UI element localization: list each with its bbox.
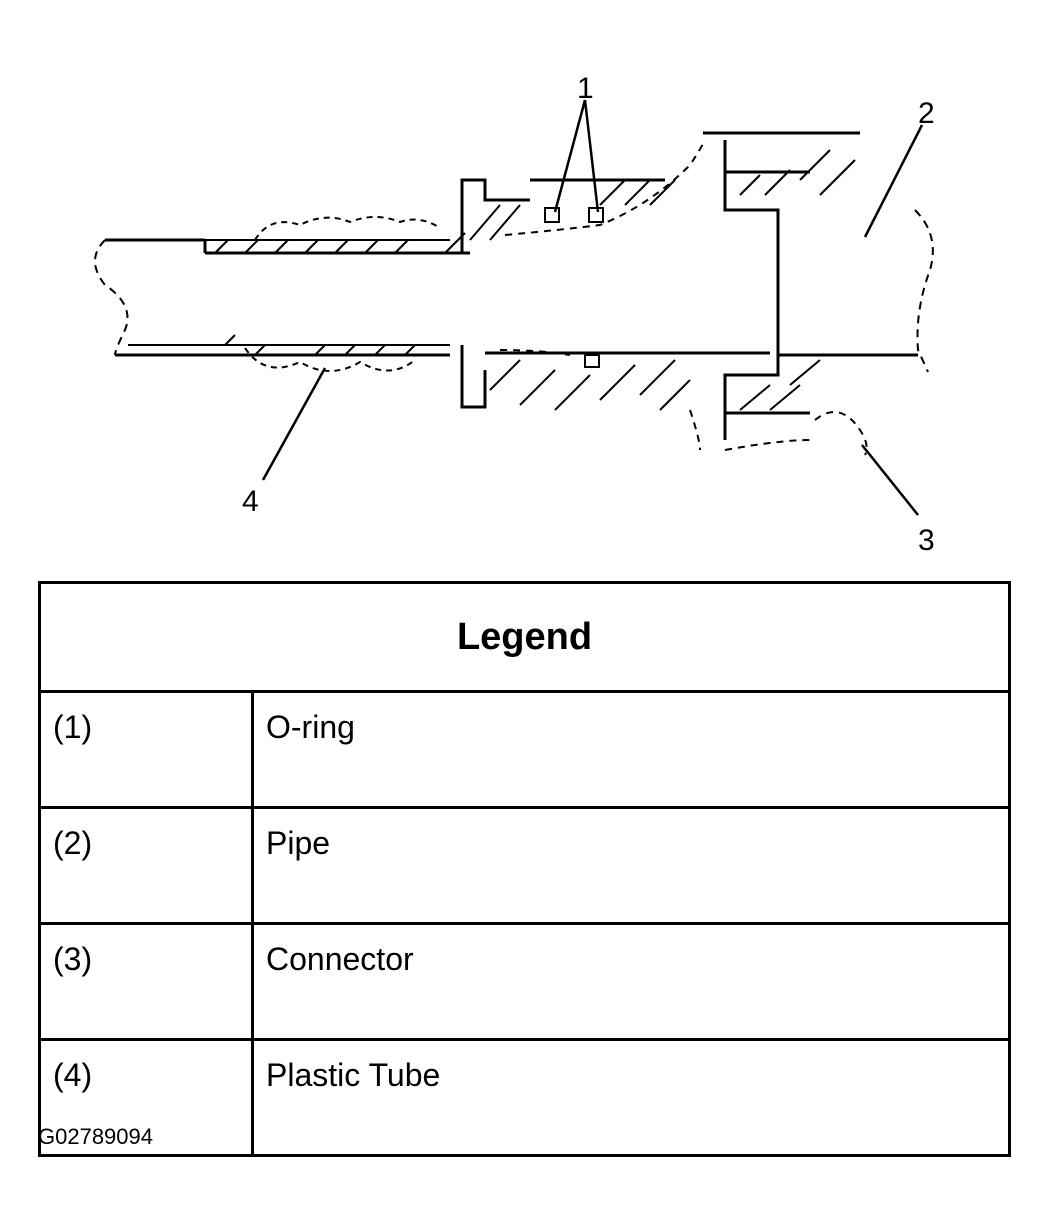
connector-body-outline xyxy=(460,131,860,440)
legend-table: Legend (1) O-ring (2) Pipe (3) Connector… xyxy=(38,581,1011,1157)
connector-dashed-contour xyxy=(499,139,868,456)
legend-row-description: Plastic Tube xyxy=(251,1038,1011,1157)
legend-row-description: O-ring xyxy=(251,690,1011,809)
legend-row-description: Pipe xyxy=(251,806,1011,925)
connector-cross-section-diagram: 1 2 3 4 xyxy=(94,72,935,557)
legend-row-number: (2) xyxy=(38,806,254,925)
legend-title: Legend xyxy=(38,581,1011,693)
legend-row-number: (3) xyxy=(38,922,254,1041)
figure-id: G02789094 xyxy=(38,1124,153,1149)
callout-2: 2 xyxy=(918,97,935,130)
legend-row: (4) Plastic Tube xyxy=(38,1038,1011,1157)
plastic-tube-ridges xyxy=(244,216,441,372)
callout-leader-lines xyxy=(261,99,924,516)
legend-row: (2) Pipe xyxy=(38,806,1011,925)
legend-row: (1) O-ring xyxy=(38,690,1011,809)
o-ring-grooves xyxy=(544,207,604,368)
legend-row-number: (1) xyxy=(38,690,254,809)
section-hatching xyxy=(214,149,856,411)
legend-row-description: Connector xyxy=(251,922,1011,1041)
plastic-tube-outline xyxy=(105,238,470,357)
callout-1: 1 xyxy=(577,72,594,105)
legend-row-number: (4) xyxy=(38,1038,254,1157)
tube-break-lines xyxy=(94,209,934,373)
callout-3: 3 xyxy=(918,524,935,557)
legend-row: (3) Connector xyxy=(38,922,1011,1041)
callout-4: 4 xyxy=(242,485,259,518)
